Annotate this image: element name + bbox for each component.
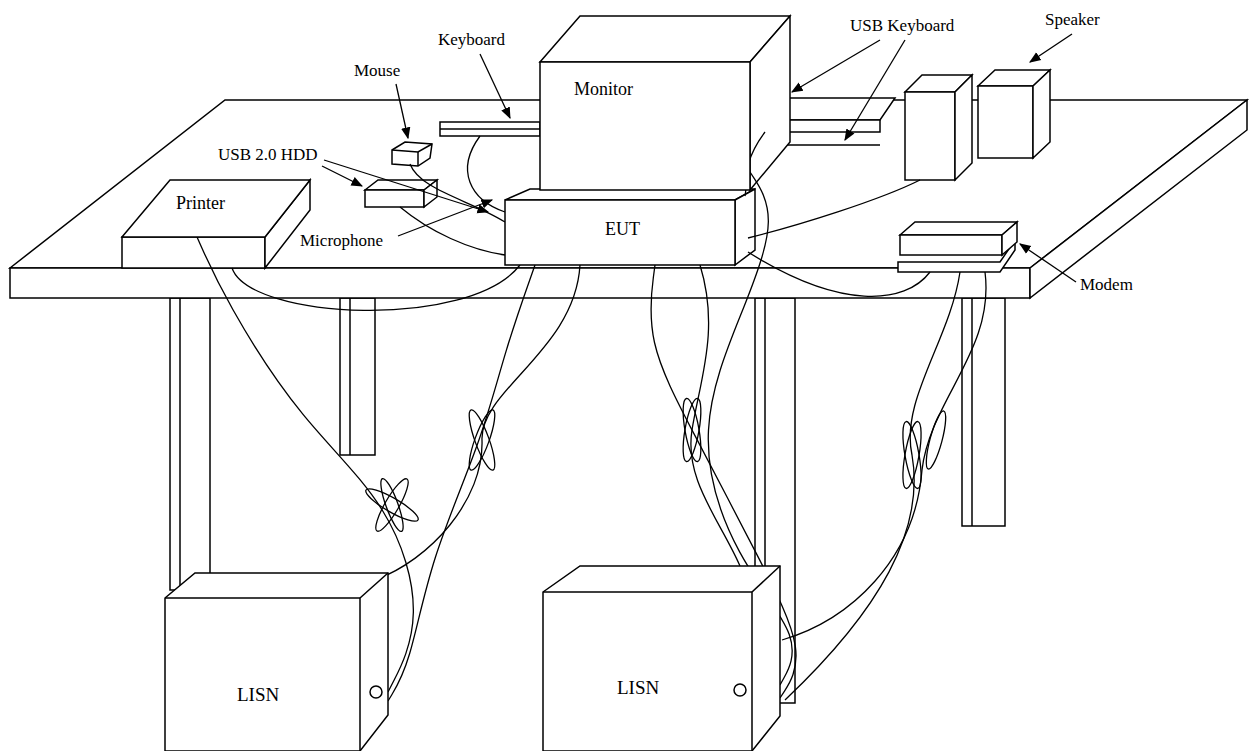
box-label: Monitor (574, 80, 633, 100)
box-label: Printer (176, 194, 225, 214)
printer-front (122, 237, 265, 268)
peripherals (122, 16, 1050, 272)
leader-arrows (480, 54, 510, 118)
cable-bundle (464, 408, 499, 473)
cables (375, 265, 580, 580)
part-name: USB Keyboard (850, 17, 954, 36)
table (971, 298, 973, 526)
leader-arrows (396, 84, 408, 138)
eut-side (735, 189, 755, 265)
cables (232, 265, 520, 310)
table (349, 298, 351, 455)
box-shape (543, 566, 780, 751)
power-cable (388, 265, 535, 701)
leader-arrows (845, 40, 905, 140)
cable-bundle (922, 409, 949, 470)
modem (900, 222, 1017, 235)
leader-arrows (324, 160, 488, 212)
box-label: EUT (605, 220, 640, 240)
box-edge (543, 592, 752, 751)
monitor-top (540, 16, 790, 62)
mouse (392, 142, 432, 166)
keyboard (440, 128, 540, 130)
monitor-side (750, 16, 790, 190)
speaker (905, 92, 955, 180)
cables (785, 272, 960, 700)
speaker (955, 75, 972, 180)
part-label: USB Keyboard (850, 17, 954, 36)
part-label: USB 2.0 HDD (218, 146, 318, 165)
part-name: Mouse (354, 62, 400, 81)
table (1030, 100, 1247, 298)
box-label: LISN (237, 685, 279, 706)
mouse (417, 152, 419, 166)
box-outline (540, 62, 750, 190)
speaker (978, 86, 1033, 158)
box-label: LISN (617, 678, 659, 699)
box-shape (122, 180, 310, 237)
leader-arrows (1020, 244, 1076, 282)
cables (400, 207, 505, 255)
cables (691, 265, 740, 566)
lisn-box: LISN (543, 566, 780, 751)
box-shape (540, 62, 750, 190)
part-label: Modem (1080, 276, 1133, 295)
leader-arrows (1030, 34, 1072, 62)
table (10, 268, 1030, 298)
part-name: Microphone (300, 232, 383, 251)
power-socket (370, 686, 382, 698)
part-name: Keyboard (438, 31, 505, 50)
box-edge (165, 598, 360, 751)
cable-bundle (899, 420, 925, 489)
box-shape (505, 200, 735, 265)
cable-bundle (464, 408, 499, 473)
modem (1002, 222, 1017, 255)
speaker (1033, 70, 1050, 158)
part-label: Keyboard (438, 31, 505, 50)
box-shape (165, 573, 388, 751)
cable-bundle (377, 477, 407, 534)
table (179, 298, 181, 590)
box-edge (360, 573, 388, 598)
box-outline (165, 573, 388, 751)
cables (468, 136, 505, 212)
cables (748, 180, 920, 238)
mouse (392, 144, 432, 152)
leader-arrows (792, 40, 880, 92)
cables (748, 252, 930, 296)
part-label: Mouse (354, 62, 400, 81)
part-label: Microphone (300, 232, 383, 251)
monitor-box: Monitor (540, 62, 750, 190)
table (340, 298, 375, 455)
printer-box: Printer (122, 180, 310, 237)
table (962, 298, 1005, 526)
eut-box: EUT (505, 200, 735, 265)
lisn-box: LISN (165, 573, 388, 751)
part-label: Speaker (1045, 11, 1100, 30)
cable-bundle (371, 476, 413, 535)
usb-hdd (365, 190, 424, 207)
part-name: Modem (1080, 276, 1133, 295)
leader-arrows (322, 166, 362, 186)
box-edge (752, 566, 780, 592)
part-name: USB 2.0 HDD (218, 146, 318, 165)
modem (900, 235, 1002, 255)
cable-bundle (899, 420, 925, 489)
leader-arrows (398, 200, 492, 236)
power-socket (734, 684, 746, 696)
box-outline (543, 566, 780, 751)
keyboard (440, 122, 540, 136)
cables (782, 272, 986, 640)
part-name: Speaker (1045, 11, 1100, 30)
table (170, 298, 210, 590)
leader-arrows (322, 34, 1076, 282)
